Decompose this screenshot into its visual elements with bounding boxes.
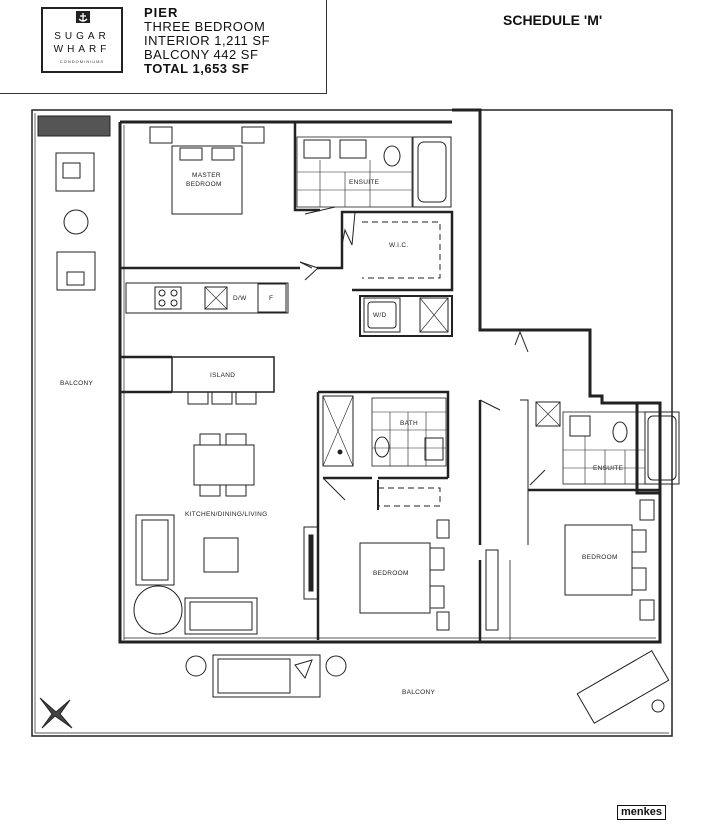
label-kitchen-dining-living: KITCHEN/DINING/LIVING bbox=[185, 511, 268, 518]
side-table-west bbox=[63, 209, 89, 235]
total-area: TOTAL 1,653 SF bbox=[144, 61, 250, 76]
label-balcony-west: BALCONY bbox=[60, 380, 94, 387]
label-ensuite-master: ENSUITE bbox=[349, 179, 380, 186]
logo-line-3: CONDOMINIUMS bbox=[59, 59, 105, 64]
label-island: ISLAND bbox=[210, 372, 235, 379]
outdoor-lounger bbox=[576, 650, 670, 724]
logo-line-2: WHARF bbox=[53, 44, 111, 55]
label-bath: BATH bbox=[400, 420, 418, 427]
fridge bbox=[257, 283, 287, 313]
menkes-logo: menkes bbox=[617, 805, 666, 820]
sugar-wharf-logo: SUGAR WHARF CONDOMINIUMS bbox=[41, 7, 123, 73]
coffee-table bbox=[203, 537, 239, 573]
washer-dryer bbox=[363, 297, 401, 333]
label-fridge: F bbox=[269, 295, 273, 302]
unit-details: PIER THREE BEDROOM INTERIOR 1,211 SF BAL… bbox=[144, 6, 270, 76]
outdoor-sofa bbox=[212, 654, 321, 698]
planter-box bbox=[37, 115, 111, 137]
kitchen-counter bbox=[125, 282, 289, 314]
schedule-title: SCHEDULE 'M' bbox=[503, 12, 603, 28]
armchair bbox=[135, 514, 175, 586]
sofa bbox=[184, 597, 258, 635]
label-bedroom-center: BEDROOM bbox=[373, 570, 409, 577]
master-bed bbox=[171, 145, 243, 215]
anchor-icon bbox=[76, 11, 90, 23]
interior-area: INTERIOR 1,211 SF bbox=[144, 33, 271, 48]
label-dw: D/W bbox=[233, 295, 247, 302]
potted-plant bbox=[39, 697, 73, 729]
unit-name: PIER bbox=[144, 5, 179, 20]
label-ensuite-east: ENSUITE bbox=[593, 465, 624, 472]
lounge-chair-west-2 bbox=[56, 251, 96, 291]
label-bedroom-east: BEDROOM bbox=[582, 554, 618, 561]
lounge-chair-west-1 bbox=[55, 152, 95, 192]
balcony-area: BALCONY 442 SF bbox=[144, 47, 259, 62]
bedroom-east-bed bbox=[564, 524, 633, 596]
cooktop bbox=[154, 286, 182, 310]
balcony-boundary bbox=[31, 109, 673, 737]
label-balcony-south: BALCONY bbox=[402, 689, 436, 696]
label-wd: W/D bbox=[373, 312, 387, 319]
shower bbox=[322, 395, 354, 467]
round-ottoman bbox=[133, 585, 183, 635]
logo-line-1: SUGAR bbox=[54, 31, 110, 42]
dining-table bbox=[193, 444, 255, 486]
label-master-bedroom-1: MASTER bbox=[192, 172, 221, 179]
label-master-bedroom-2: BEDROOM bbox=[186, 181, 222, 188]
kitchen-sink bbox=[204, 286, 228, 310]
label-wic: W.I.C. bbox=[389, 242, 409, 249]
unit-exterior-walls bbox=[118, 108, 662, 644]
unit-info-box bbox=[0, 0, 327, 94]
unit-type: THREE BEDROOM bbox=[144, 19, 266, 34]
bedroom-center-bed bbox=[359, 542, 431, 614]
